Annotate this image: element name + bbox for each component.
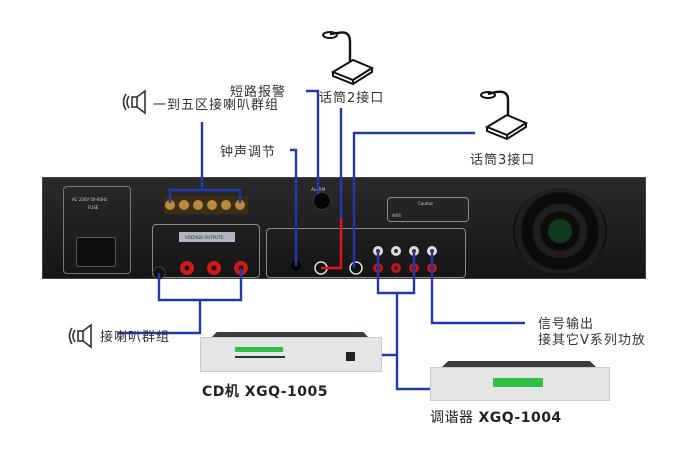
wire-lineout (430, 251, 525, 325)
wire-speaker-group (118, 268, 243, 335)
label-chime-adjust: 钟声调节 (220, 145, 277, 160)
signal-wires (118, 89, 525, 391)
power-rating-text: AC 230V 50-60Hz (72, 197, 108, 202)
speaker-icon (68, 323, 92, 349)
cd-lcd-display (235, 347, 283, 352)
fuse-text: FUSE (88, 205, 99, 210)
cd-player-device (200, 332, 382, 372)
alarm-jack[interactable] (313, 192, 331, 210)
cd-player-model: XGQ-1005 (244, 384, 329, 400)
zone-terminals (164, 196, 248, 214)
label-signal-out-line2: 接其它V系列功放 (538, 333, 646, 348)
cd-player-front (200, 337, 382, 372)
voltage-outputs-panel: VOLTAGE OUTPUTS (152, 224, 260, 278)
power-socket (76, 237, 116, 267)
tuner-top (442, 361, 596, 367)
cd-power-button[interactable] (346, 352, 355, 361)
label-short-alarm: 短路报警 (230, 85, 287, 100)
wire-aux (376, 251, 430, 391)
tuner-caption: 调谐器 XGQ-1004 (430, 407, 562, 427)
microphone-2-icon (322, 31, 375, 86)
tuner-label: 调谐器 (430, 410, 474, 426)
cd-player-label: CD机 (202, 384, 240, 400)
power-module: AC 230V 50-60Hz FUSE (63, 186, 131, 274)
caution-title: Caution (418, 201, 434, 206)
microphone-3-icon (480, 90, 529, 141)
cooling-fan-grille (513, 188, 607, 274)
tuner-front (430, 367, 610, 401)
label-mic3: 话筒3接口 (470, 153, 536, 168)
tuner-lcd-display (493, 378, 543, 387)
voltage-outputs-title: VOLTAGE OUTPUTS (185, 235, 224, 240)
label-zones-speaker: 一到五区接喇叭群组 (153, 98, 280, 113)
speaker-icon (122, 89, 146, 115)
tuner-model: XGQ-1004 (478, 410, 562, 426)
wire-chime (290, 148, 298, 266)
label-signal-out-line1: 信号输出 (538, 317, 595, 332)
wire-zones (168, 122, 242, 203)
label-mic2: 话筒2接口 (319, 91, 385, 106)
voltage-outputs-plate (179, 232, 235, 242)
tuner-device (430, 361, 610, 401)
label-speaker-group: 接喇叭群组 (100, 330, 171, 345)
cd-player-top (212, 332, 368, 337)
wire-short-alarm (306, 89, 320, 194)
amplifier-rear-panel: AC 230V 50-60Hz FUSE VOLTAGE OUTPUTS ALA… (42, 177, 646, 279)
brand-label: AVIS (392, 213, 401, 218)
wire-mic2-red (321, 218, 343, 270)
voltage-output-posts (152, 261, 248, 280)
cd-player-caption: CD机 XGQ-1005 (202, 381, 328, 401)
wire-mic3 (352, 131, 475, 268)
input-panel (266, 228, 466, 278)
cd-tray-slot (235, 356, 285, 358)
caution-label-box: Caution AVIS (387, 197, 469, 222)
